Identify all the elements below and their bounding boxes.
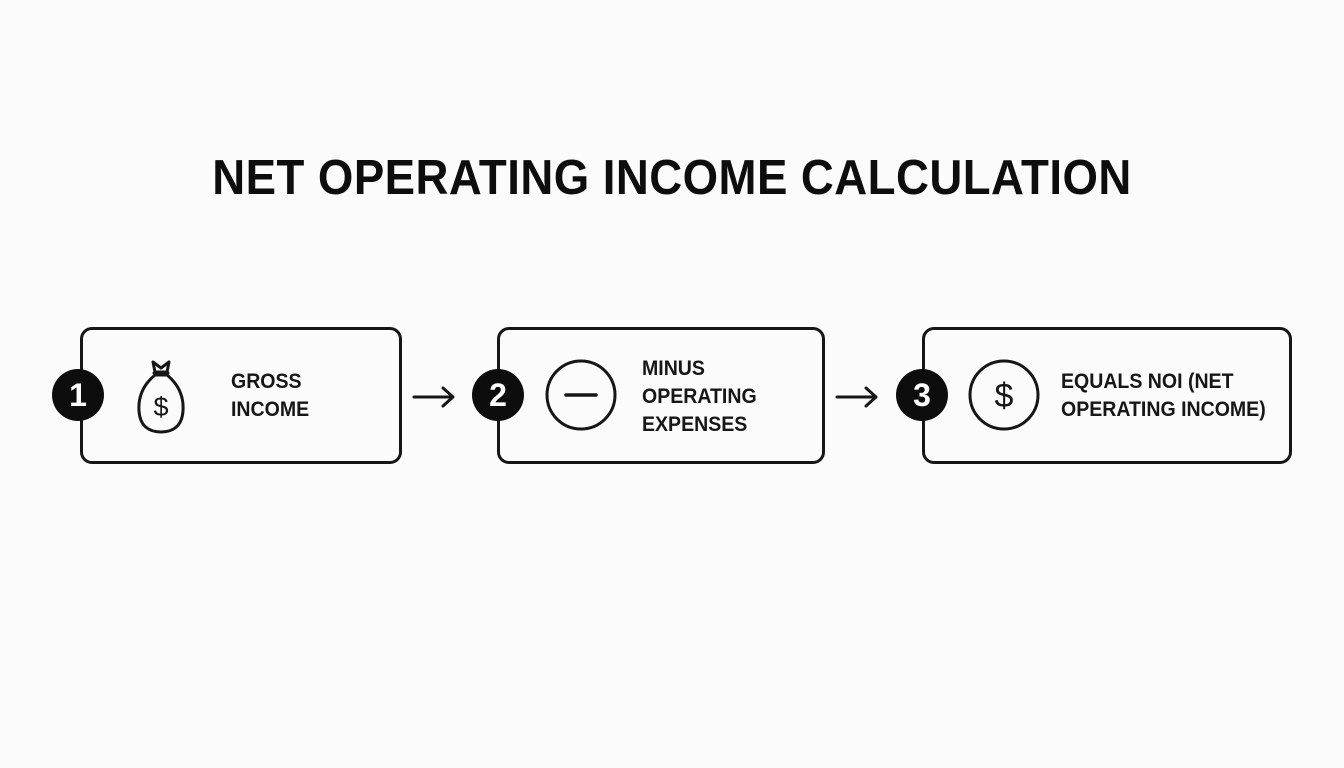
minus-circle-icon: [545, 359, 617, 431]
arrow-right-icon: [835, 386, 878, 408]
arrow-right-icon: [412, 386, 455, 408]
step-3-badge: 3: [896, 369, 948, 421]
svg-text:$: $: [995, 377, 1014, 415]
step-3-label-line-1: EQUALS NOI (NET: [1061, 370, 1234, 393]
step-2-label: MINUS OPERATING EXPENSES: [642, 355, 757, 439]
step-1-label-line-2: INCOME: [231, 398, 310, 421]
step-3-box: [922, 327, 1292, 464]
step-2-label-line-2: OPERATING: [642, 385, 757, 408]
svg-text:$: $: [153, 392, 168, 422]
step-1-label: GROSS INCOME: [231, 368, 309, 424]
step-3-label: EQUALS NOI (NET OPERATING INCOME): [1061, 368, 1266, 424]
dollar-circle-icon: $: [968, 359, 1040, 431]
money-bag-icon: $: [137, 360, 185, 434]
diagram-title: NET OPERATING INCOME CALCULATION: [212, 151, 1132, 205]
step-2-label-line-3: EXPENSES: [642, 413, 748, 436]
step-2-box: [497, 327, 825, 464]
step-1-label-line-1: GROSS: [231, 370, 302, 393]
step-2-badge: 2: [472, 369, 524, 421]
step-2-label-line-1: MINUS: [642, 357, 705, 380]
step-1-badge: 1: [52, 369, 104, 421]
step-3-label-line-2: OPERATING INCOME): [1061, 398, 1266, 421]
step-1-box: [80, 327, 402, 464]
